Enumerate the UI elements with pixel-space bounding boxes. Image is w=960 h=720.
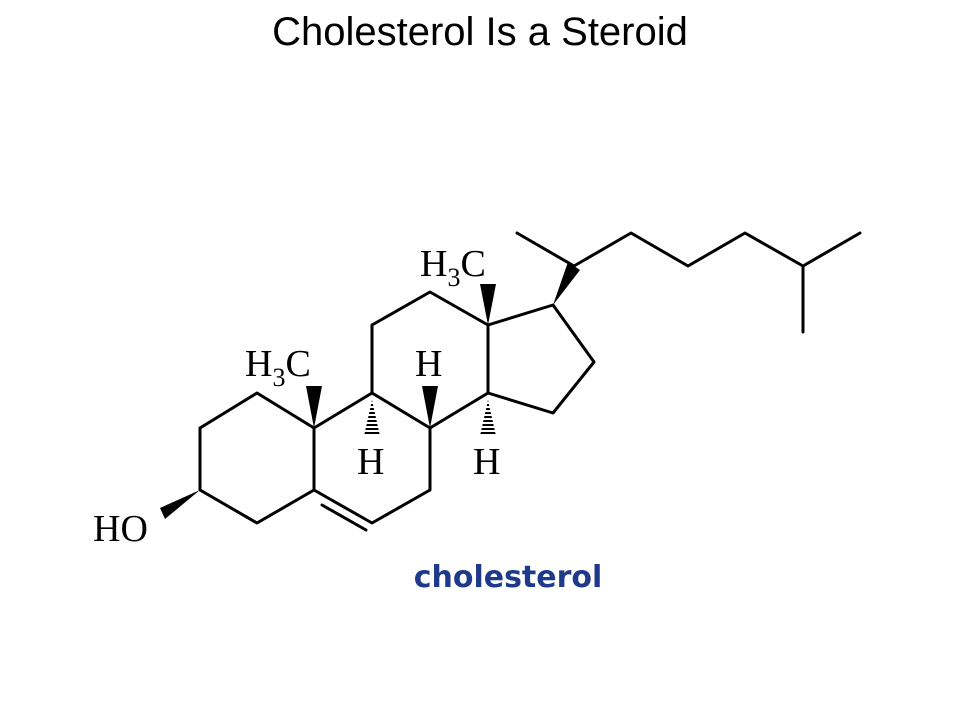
ho-wedge <box>160 490 200 519</box>
stereo-wedges <box>160 262 580 519</box>
c10-methyl-sub: 3 <box>272 363 285 392</box>
c14-h-hash <box>480 400 496 436</box>
bond-skeleton <box>198 231 862 532</box>
hydroxyl-label: HO <box>93 508 148 550</box>
c10-methyl-label: H3C <box>245 343 311 392</box>
ring-b <box>312 391 432 525</box>
side-chain <box>572 231 862 268</box>
slide-title: Cholesterol Is a Steroid <box>272 10 688 54</box>
c13-methyl-wedge <box>480 284 496 325</box>
double-bond-line <box>320 503 368 532</box>
c14-hydrogen-label: H <box>473 441 500 483</box>
c13-methyl-c: C <box>460 243 485 285</box>
ring-c <box>370 290 490 430</box>
c8-h-wedge <box>422 386 438 428</box>
c13-methyl-label: H3C <box>420 243 486 292</box>
molecule-caption: cholesterol <box>413 560 603 595</box>
c9-h-hash <box>364 400 380 436</box>
c9-hydrogen-label: H <box>357 441 384 483</box>
side-chain-methyl-1 <box>515 231 576 268</box>
c8-hydrogen-label: H <box>415 343 442 385</box>
c13-methyl-h: H <box>420 243 447 285</box>
c10-methyl-c: C <box>285 343 310 385</box>
c17-chain-wedge <box>553 262 580 305</box>
ring-a <box>198 391 316 525</box>
c13-methyl-sub: 3 <box>447 263 460 292</box>
c10-methyl-h: H <box>245 343 272 385</box>
c10-methyl-wedge <box>306 386 322 428</box>
ring-d <box>486 303 596 415</box>
